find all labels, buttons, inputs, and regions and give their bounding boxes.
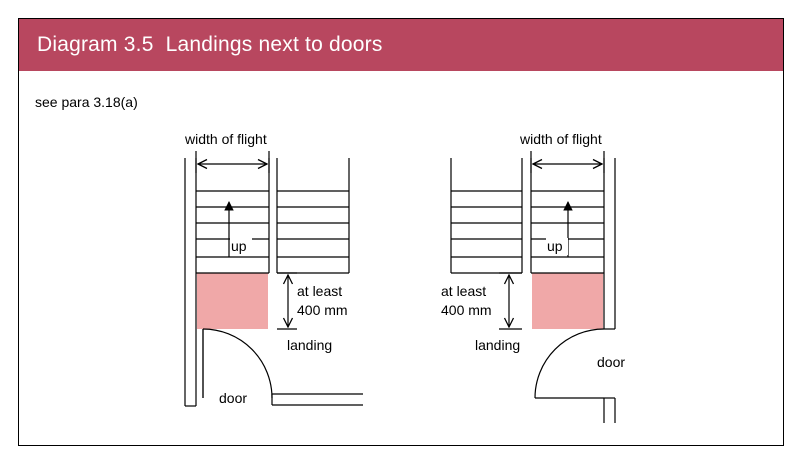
left-width-label: width of flight xyxy=(184,131,267,147)
diagram-header: Diagram 3.5 Landings next to doors xyxy=(19,19,783,71)
left-door-label: door xyxy=(219,390,247,406)
right-up-label: up xyxy=(547,238,563,254)
right-landing-area xyxy=(532,273,603,329)
left-landing-area xyxy=(197,273,268,329)
left-landing-label: landing xyxy=(287,337,332,353)
paragraph-reference: see para 3.18(a) xyxy=(35,94,138,110)
left-depth-label-line2: 400 mm xyxy=(297,302,348,318)
right-door-label: door xyxy=(597,354,625,370)
right-stair-plan xyxy=(450,151,616,423)
left-depth-label-line1: at least xyxy=(297,283,342,299)
left-stair-plan xyxy=(184,151,363,407)
stair-plans-diagram: width of flight up at least 400 mm landi… xyxy=(184,131,625,423)
right-landing-label: landing xyxy=(475,337,520,353)
left-up-label: up xyxy=(231,238,247,254)
right-width-label: width of flight xyxy=(519,131,602,147)
diagram-frame: Diagram 3.5 Landings next to doors see p… xyxy=(18,18,784,446)
right-depth-label-line2: 400 mm xyxy=(441,302,492,318)
right-depth-label-line1: at least xyxy=(441,283,486,299)
diagram-title: Diagram 3.5 Landings next to doors xyxy=(37,33,383,56)
